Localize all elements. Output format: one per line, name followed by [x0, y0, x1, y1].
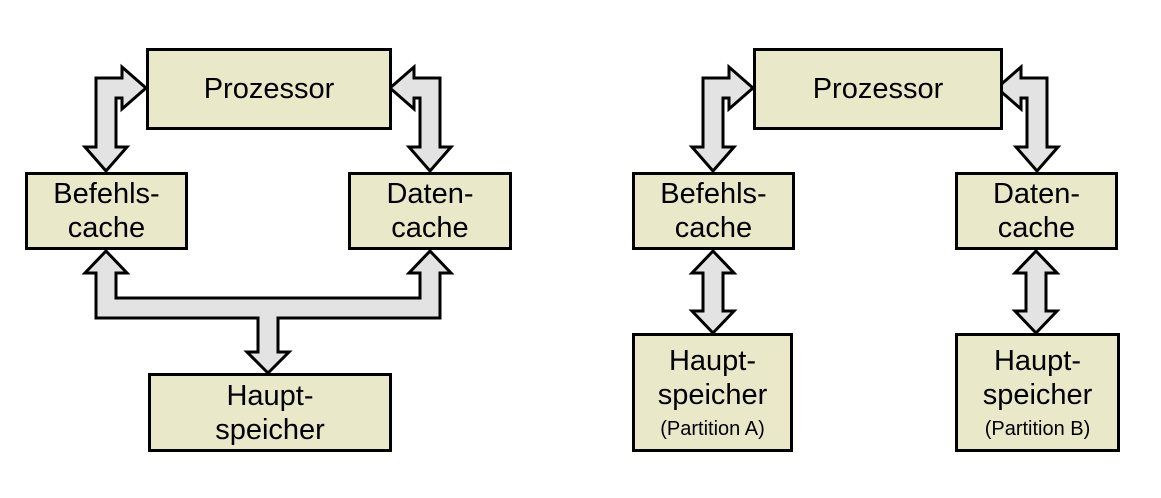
left-main-memory-label-line2: speicher	[215, 413, 325, 446]
left-main-memory-box: Haupt- speicher	[148, 373, 392, 452]
right-instruction-cache-box: Befehls- cache	[632, 172, 795, 250]
left-arrow-processor-data-cache-icon	[387, 63, 455, 174]
right-main-memory-b-label-line1: Haupt-	[993, 345, 1082, 377]
right-main-memory-b-partition-note: (Partition B)	[984, 418, 1091, 440]
right-arrow-instruction-cache-memory-a-icon	[688, 248, 738, 336]
right-main-memory-a-label-line2: speicher	[657, 379, 768, 411]
left-data-cache-label-line1: Daten-	[386, 178, 474, 210]
left-instruction-cache-label-line2: cache	[67, 212, 146, 244]
left-processor-box: Prozessor	[146, 48, 392, 130]
right-processor-label: Prozessor	[812, 73, 944, 105]
left-data-cache-label-line2: cache	[391, 212, 469, 244]
right-main-memory-a-partition-note: (Partition A)	[660, 418, 765, 440]
right-arrow-processor-data-cache-icon	[994, 63, 1062, 174]
right-arrow-data-cache-memory-b-icon	[1011, 248, 1061, 336]
right-instruction-cache-label-line1: Befehls-	[660, 178, 767, 210]
left-processor-label: Prozessor	[203, 73, 335, 105]
left-instruction-cache-box: Befehls- cache	[25, 172, 188, 250]
right-main-memory-partition-a-box: Haupt- speicher (Partition A)	[632, 333, 793, 452]
left-data-cache-box: Daten- cache	[348, 172, 512, 250]
left-main-memory-label-line1: Haupt-	[226, 379, 314, 412]
right-main-memory-a-label-line1: Haupt-	[668, 345, 757, 377]
left-arrow-processor-instruction-cache-icon	[81, 63, 149, 174]
right-data-cache-label-line1: Daten-	[992, 178, 1081, 210]
right-processor-box: Prozessor	[753, 48, 1003, 130]
right-data-cache-box: Daten- cache	[955, 172, 1118, 250]
right-arrow-processor-instruction-cache-icon	[688, 63, 756, 174]
right-data-cache-label-line2: cache	[997, 212, 1076, 244]
right-main-memory-b-label-line2: speicher	[982, 379, 1093, 411]
right-instruction-cache-label-line2: cache	[674, 212, 753, 244]
left-instruction-cache-label-line1: Befehls-	[53, 178, 160, 210]
left-arrow-caches-main-memory-icon	[81, 248, 455, 376]
right-main-memory-partition-b-box: Haupt- speicher (Partition B)	[955, 333, 1120, 452]
